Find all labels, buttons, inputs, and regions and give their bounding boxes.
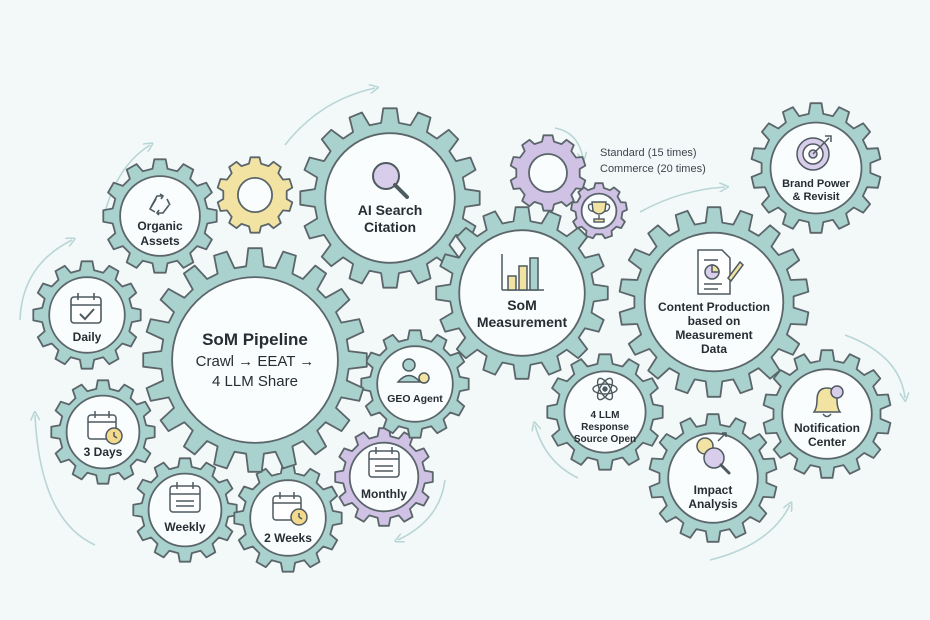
gear-purple-small: [509, 134, 587, 212]
gear-llm-response-face: [563, 370, 647, 454]
flow-arrows: [19, 88, 905, 561]
gear-content-production-face: [643, 231, 785, 373]
gear-geo-agent-face: [376, 345, 454, 423]
llm-response-line2: Response: [581, 422, 629, 433]
calendar-icon: [169, 482, 201, 513]
arrow-impact: [709, 505, 790, 561]
pipeline-line2: 4 LLM Share: [212, 373, 298, 390]
ai-search-label-line1: AI Search: [358, 202, 423, 218]
llm-response-line1: 4 LLM: [591, 410, 620, 421]
gear-som-measurement: [435, 206, 609, 380]
content-production-line3: Measurement: [675, 328, 752, 342]
som-label-line1: SoM: [507, 297, 537, 313]
gear-notification-face: [781, 368, 873, 460]
bell-icon: [812, 385, 844, 418]
ai-search-label-line2: Citation: [364, 219, 416, 235]
gear-geo-agent: [360, 329, 470, 439]
arrow-notification: [844, 334, 905, 398]
gear-organic-assets: [102, 158, 218, 274]
gear-yellow-small: [216, 156, 294, 234]
pipeline-title: SoM Pipeline: [202, 330, 308, 349]
pipeline-line1: Crawl → EEAT →: [196, 353, 315, 370]
document-pen-icon: [697, 249, 744, 295]
notification-line2: Center: [808, 435, 846, 449]
content-production-line2: based on: [688, 314, 741, 328]
gear-som-pipeline-face: [171, 276, 339, 444]
chart-magnifier-icon: [696, 432, 731, 475]
geo-agent-label: GEO Agent: [387, 393, 443, 405]
target-icon: [796, 135, 832, 171]
calendar-icon: [368, 447, 400, 478]
calendar-clock-icon: [272, 492, 308, 526]
impact-line2: Analysis: [688, 497, 738, 511]
arrow-daily: [19, 240, 72, 321]
arrow-llm-response: [535, 425, 579, 479]
llm-response-line3: Source Open: [574, 434, 636, 445]
gear-som-pipeline: [142, 247, 368, 473]
brand-power-line1: Brand Power: [782, 178, 851, 190]
som-label-line2: Measurement: [477, 314, 568, 330]
content-production-line4: Data: [701, 342, 727, 356]
note-standard: Standard (15 times): [600, 147, 697, 159]
organic-label-line2: Assets: [140, 234, 180, 248]
arrow-ai-search: [284, 88, 375, 146]
gear-som-measurement-face: [458, 229, 586, 357]
icons-layer: [70, 135, 844, 526]
gear-impact: [648, 413, 778, 543]
atom-icon: [592, 377, 618, 401]
arrow-content: [639, 187, 725, 213]
gear-notification: [762, 349, 892, 479]
two-weeks-label: 2 Weeks: [264, 531, 312, 545]
gear-llm-response: [546, 353, 664, 471]
trophy-icon: [587, 201, 611, 223]
labels-layer: Organic Assets AI Search Citation SoM Pi…: [73, 147, 860, 545]
monthly-label: Monthly: [361, 487, 407, 501]
weekly-label: Weekly: [164, 520, 205, 534]
magnifier-icon: [372, 162, 409, 199]
calendar-clock-icon: [87, 411, 123, 445]
gear-organic-assets-face: [119, 175, 201, 257]
note-commerce: Commerce (20 times): [600, 163, 706, 175]
organic-label-line1: Organic: [137, 219, 183, 233]
arrow-standard: [554, 127, 583, 158]
gear-impact-face: [667, 432, 759, 524]
arrow-organic: [104, 145, 150, 213]
gears-layer: [32, 102, 892, 573]
notification-line1: Notification: [794, 421, 860, 435]
three-days-label: 3 Days: [84, 445, 123, 459]
agent-gear-icon: [396, 358, 430, 384]
daily-label: Daily: [73, 330, 102, 344]
gear-purple-small-face: [528, 153, 568, 193]
brand-power-line2: & Revisit: [792, 191, 839, 203]
gear-yellow-small-face: [236, 176, 273, 213]
bar-chart-icon: [501, 254, 544, 291]
recycle-icon: [148, 193, 171, 216]
arrow-monthly: [398, 479, 446, 540]
gear-ai-search-face: [324, 132, 456, 264]
content-production-line1: Content Production: [658, 300, 770, 314]
gear-ai-search: [299, 107, 481, 289]
calendar-check-icon: [70, 293, 102, 324]
arrow-3days: [35, 415, 96, 546]
impact-line1: Impact: [694, 483, 733, 497]
gear-content-production: [618, 206, 810, 398]
